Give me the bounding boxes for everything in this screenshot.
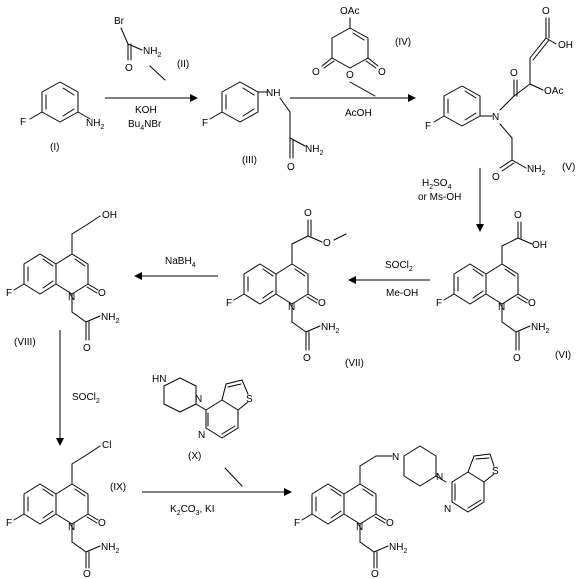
compound-IV: OAc O O O (IV) (312, 6, 411, 97)
compound-IX: Cl F N O NH2 O (IX) (6, 440, 126, 579)
atom-OAc: OAc (544, 86, 563, 97)
atom-O: O (386, 518, 394, 529)
atom-N: N (356, 522, 363, 533)
atom-F: F (294, 518, 300, 529)
atom-F: F (226, 298, 232, 309)
compound-X: HN N N S (X) (152, 374, 253, 487)
atom-NH2: NH2 (527, 164, 545, 177)
condition-meoh: Me-OH (386, 288, 418, 299)
compound-VII: O O F N O NH2 O (VII) (226, 208, 364, 369)
compound-V: O OH OAc F N O NH2 O (V) (425, 6, 575, 183)
compound-I: F NH2 (I) (20, 81, 104, 153)
atom-OAc: OAc (340, 6, 359, 17)
atom-NH2: NH2 (305, 144, 323, 157)
compound-III: F NH NH2 O (III) (202, 81, 323, 173)
atom-S: S (492, 466, 499, 477)
atom-N-pyridine: N (198, 430, 205, 441)
compound-label: (X) (188, 451, 201, 462)
compound-label: (I) (50, 142, 59, 153)
condition-bu4nbr: Bu4NBr (128, 119, 162, 132)
atom-O: O (378, 67, 386, 78)
condition-acoh: AcOH (345, 108, 372, 119)
atom-NH2: NH2 (389, 542, 407, 555)
atom-O: O (492, 172, 500, 183)
atom-S: S (246, 394, 253, 405)
compound-label: (III) (242, 155, 257, 166)
compound-product: N N S N F N O NH2 O (294, 445, 499, 579)
atom-OH: OH (558, 40, 573, 51)
atom-O: O (514, 210, 522, 221)
atom-N: N (492, 112, 499, 123)
atom-O: O (510, 68, 518, 79)
atom-O: O (287, 162, 295, 173)
atom-N: N (392, 452, 399, 463)
atom-N: N (498, 302, 505, 313)
atom-NH: NH (266, 88, 280, 99)
atom-O-ring: O (346, 70, 354, 81)
reaction-arrow-6: SOCl2 (56, 330, 100, 446)
condition-msoh: or Ms-OH (418, 192, 461, 203)
atom-O: O (371, 569, 379, 579)
atom-O: O (528, 298, 536, 309)
atom-N: N (195, 394, 202, 405)
compound-label: (VI) (555, 350, 571, 361)
atom-Cl: Cl (102, 440, 111, 451)
atom-NH2: NH2 (531, 322, 549, 335)
atom-F: F (202, 118, 208, 129)
compound-VI: O OH F N O NH2 O (VI) (436, 210, 571, 364)
atom-NH2: NH2 (101, 312, 119, 325)
reaction-arrow-5: NaBH4 (134, 256, 218, 280)
atom-N: N (288, 302, 295, 313)
condition-socl2: SOCl2 (385, 260, 413, 273)
reaction-arrow-1: KOH Bu4NBr (105, 94, 198, 132)
condition-koh: KOH (135, 105, 157, 116)
atom-O: O (304, 208, 312, 219)
atom-O: O (303, 353, 311, 364)
atom-NH2: NH2 (321, 322, 339, 335)
compound-label: (VII) (345, 358, 364, 369)
atom-Br: Br (114, 16, 125, 27)
atom-OH: OH (532, 240, 547, 251)
compound-label: (IX) (110, 482, 126, 493)
atom-HN: HN (152, 374, 166, 385)
condition-k2co3-ki: K2CO3, KI (170, 504, 215, 517)
atom-F: F (6, 518, 12, 529)
condition-socl2: SOCl2 (72, 392, 100, 405)
atom-O: O (312, 67, 320, 78)
reaction-arrow-2: AcOH (290, 94, 416, 119)
reaction-arrow-7: K2CO3, KI (142, 488, 292, 517)
compound-label: (VIII) (14, 337, 36, 348)
atom-F: F (20, 117, 26, 128)
atom-F: F (6, 288, 12, 299)
condition-h2so4: H2SO4 (422, 178, 452, 191)
compound-VIII: OH F N O NH2 O (VIII) (6, 210, 119, 354)
atom-O: O (83, 343, 91, 354)
compound-II: Br NH2 O (II) (114, 16, 189, 81)
atom-O-ester: O (323, 238, 331, 249)
reaction-arrow-4: SOCl2 Me-OH (348, 260, 430, 299)
atom-O: O (542, 6, 550, 17)
atom-O: O (125, 63, 133, 74)
compound-label: (V) (562, 162, 575, 173)
atom-O: O (513, 353, 521, 364)
reaction-arrow-3: H2SO4 or Ms-OH (418, 168, 484, 232)
atom-O: O (318, 298, 326, 309)
atom-F: F (425, 121, 431, 132)
atom-O: O (98, 518, 106, 529)
atom-NH2: NH2 (143, 46, 161, 59)
atom-N: N (68, 522, 75, 533)
atom-N: N (436, 472, 443, 483)
atom-N: N (68, 292, 75, 303)
atom-NH2: NH2 (101, 542, 119, 555)
condition-nabh4: NaBH4 (165, 256, 196, 269)
compound-label: (II) (177, 59, 189, 70)
compound-label: (IV) (395, 37, 411, 48)
atom-O: O (98, 288, 106, 299)
atom-OH: OH (102, 210, 117, 221)
atom-F: F (436, 298, 442, 309)
atom-O: O (83, 569, 91, 579)
atom-NH2: NH2 (86, 118, 104, 131)
atom-N-pyridine: N (444, 504, 451, 515)
